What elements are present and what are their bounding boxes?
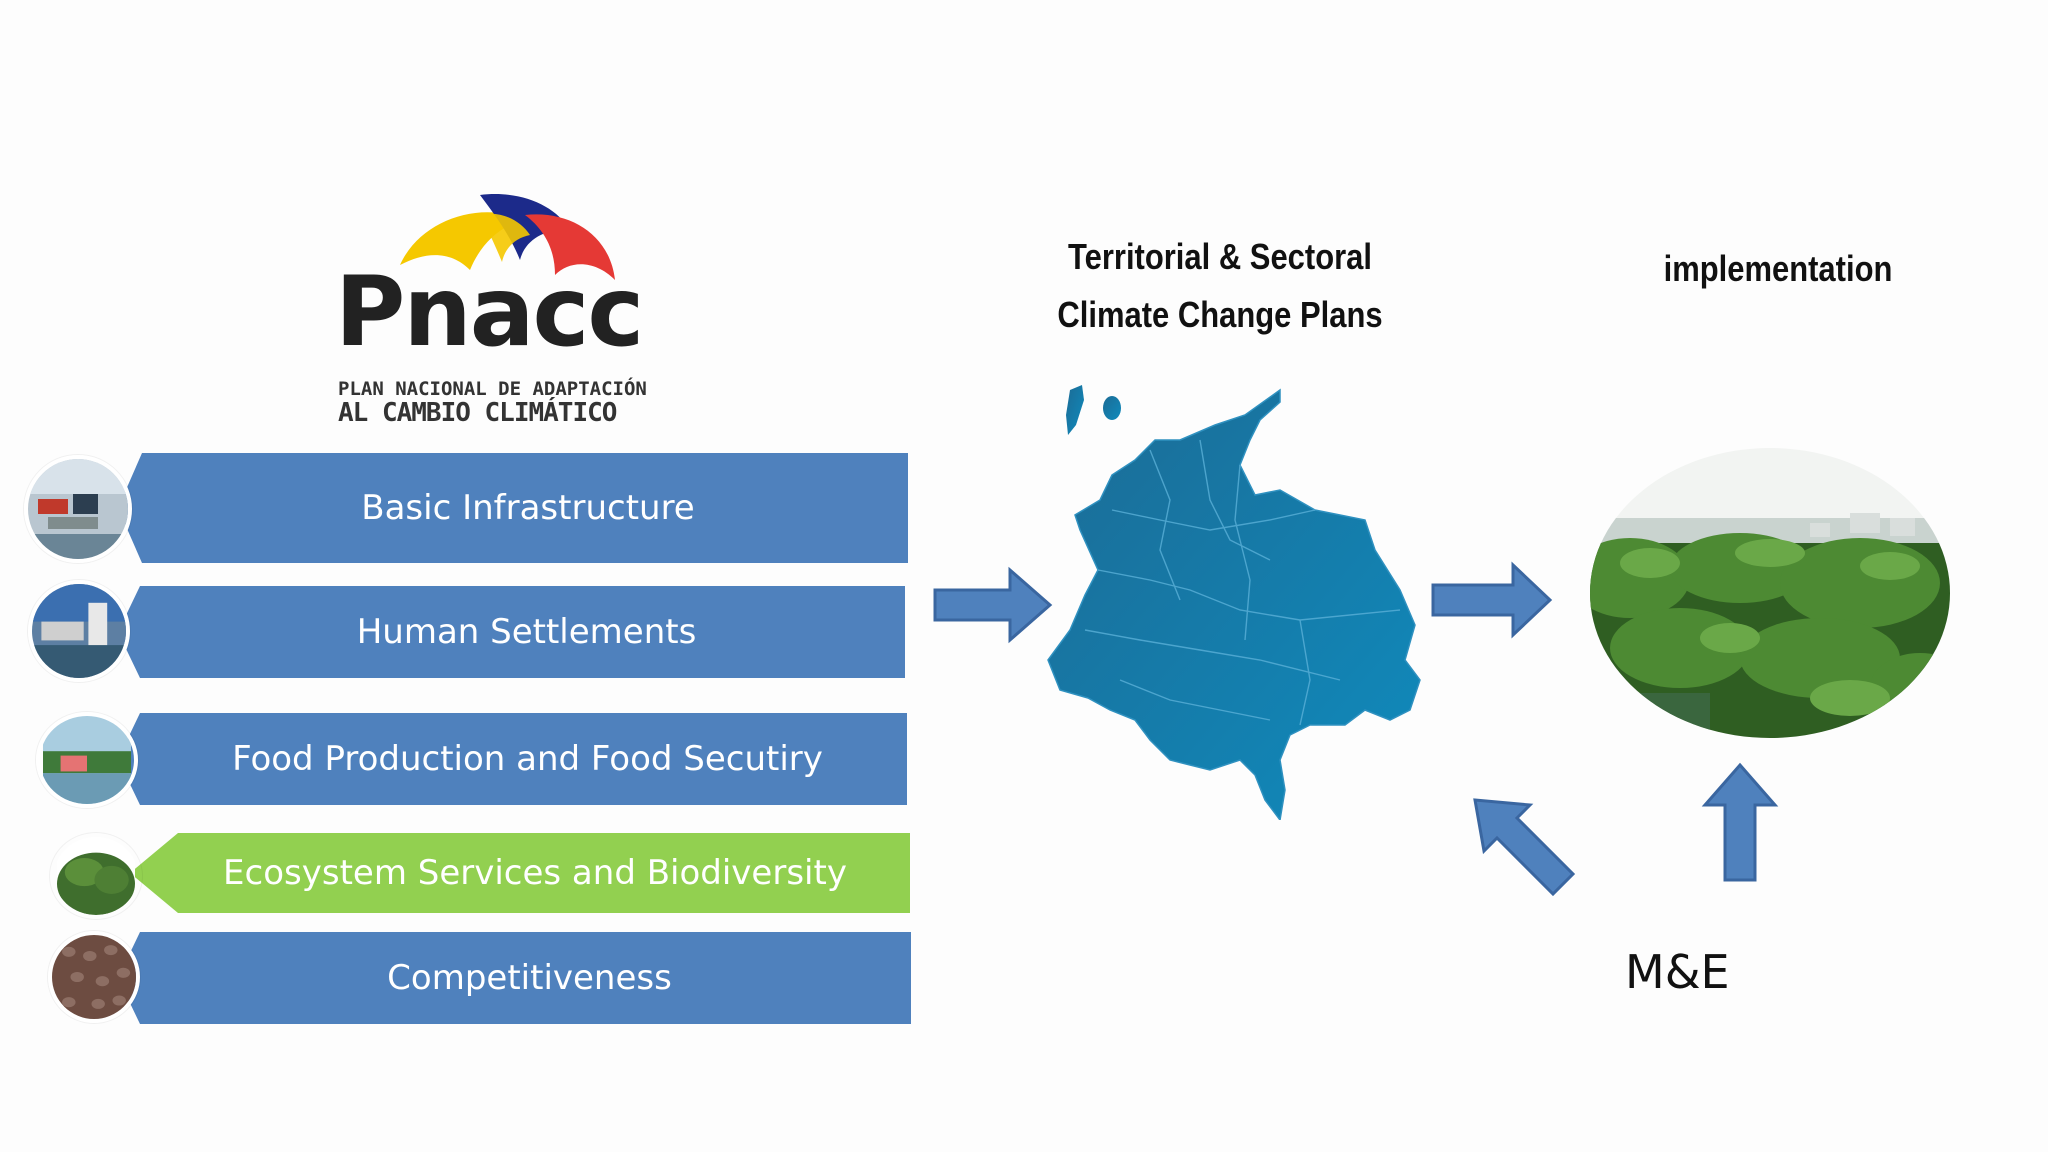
port-photo	[24, 455, 132, 563]
arrow-up-to-implementation	[1701, 762, 1779, 882]
category-label: Food Production and Food Secutiry	[232, 739, 823, 779]
farm-photo	[36, 712, 138, 808]
logo-line-1: PLAN NACIONAL DE ADAPTACIÓN	[338, 378, 647, 400]
category-basic-infrastructure: Basic Infrastructure	[118, 453, 908, 563]
arrow-right-to-map	[933, 566, 1053, 644]
category-label: Basic Infrastructure	[361, 488, 695, 528]
category-human-settlements: Human Settlements	[118, 586, 905, 678]
arrow-right-to-implementation	[1431, 561, 1553, 639]
category-competitiveness: Competitiveness	[118, 932, 911, 1024]
logo-line-2: AL CAMBIO CLIMÁTICO	[338, 398, 617, 428]
category-ecosystem-services: Ecosystem Services and Biodiversity	[130, 833, 910, 913]
arrow-up-left-to-map	[1473, 798, 1576, 897]
implementation-title: implementation	[1663, 248, 1893, 289]
category-food-production: Food Production and Food Secutiry	[118, 713, 907, 805]
forest-photo	[50, 833, 142, 919]
pnacc-logo: Pnacc	[330, 190, 670, 430]
category-label: Ecosystem Services and Biodiversity	[223, 853, 847, 893]
plans-title-line-2: Climate Change Plans	[1057, 294, 1383, 335]
svg-text:Pnacc: Pnacc	[335, 256, 642, 368]
me-label: M&E	[1625, 945, 1730, 999]
category-label: Competitiveness	[387, 958, 672, 998]
city-photo	[28, 580, 130, 682]
implementation-photo	[1590, 448, 1950, 738]
category-label: Human Settlements	[356, 612, 697, 652]
plans-title-line-1: Territorial & Sectoral	[1068, 236, 1372, 277]
plans-title: Territorial & Sectoral Climate Change Pl…	[1048, 228, 1392, 344]
colombia-map	[1047, 385, 1421, 820]
coffee-photo	[48, 931, 140, 1023]
